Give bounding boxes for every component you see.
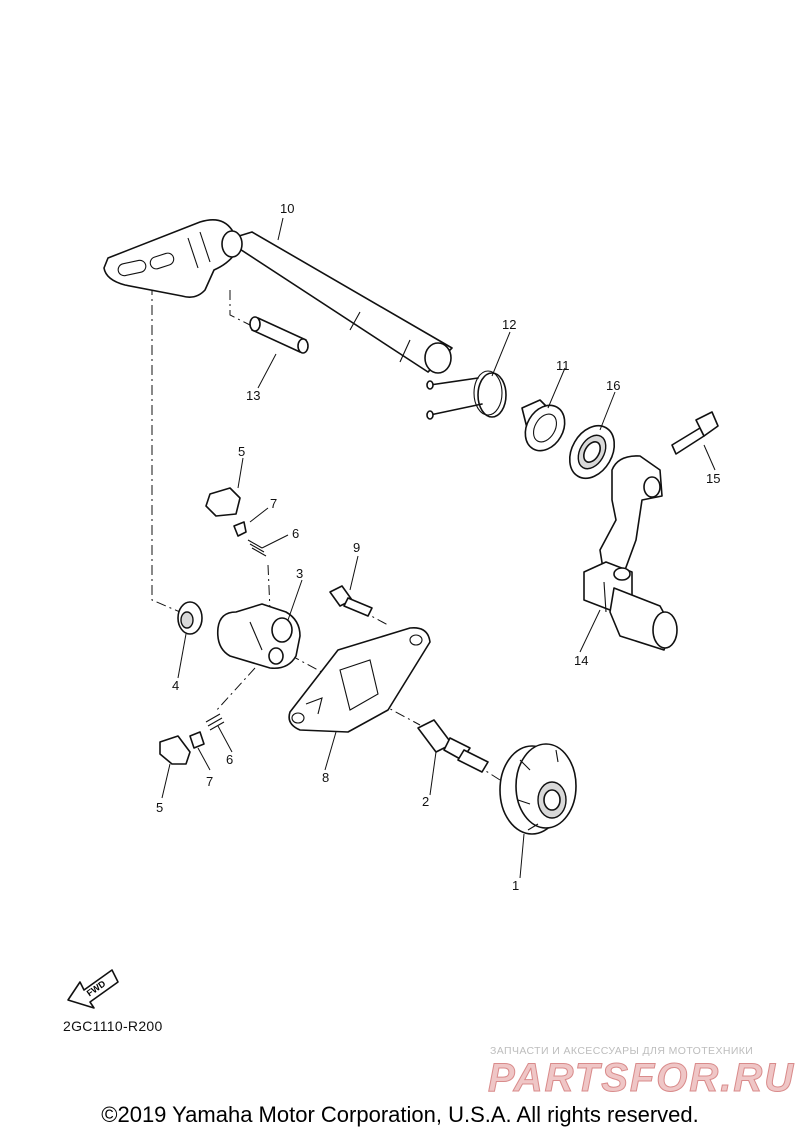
callout-number: 15 [706,471,720,486]
callout-numbers: 1 2 3 4 5 5 6 6 7 7 8 9 10 11 12 13 14 1… [156,201,720,893]
stepped-bolt-part [417,719,489,773]
copyright-notice: ©2019 Yamaha Motor Corporation, U.S.A. A… [101,1102,699,1127]
callout-number: 8 [322,770,329,785]
collar-part [521,399,566,452]
callout-number: 5 [156,800,163,815]
watermark-brand: PARTSFOR.RU [487,1056,796,1101]
callout-number: 6 [292,526,299,541]
diagram-reference-code: 2GC1110-R200 [63,1018,163,1034]
callout-number: 12 [502,317,516,332]
callout-number: 6 [226,752,233,767]
callout-number: 10 [280,201,294,216]
screw-9-part [329,585,373,617]
shift-segment-part [216,603,301,670]
watermark-tagline: ЗАПЧАСТИ И АКСЕССУАРЫ ДЛЯ МОТОТЕХНИКИ [490,1045,754,1057]
callout-number: 11 [556,358,570,373]
bolt-15-part [671,411,719,455]
stopper-upper-part [205,487,267,557]
leader-lines [161,217,716,879]
dowel-pin-part [249,316,309,354]
callout-number: 14 [574,653,588,668]
callout-number: 7 [206,774,213,789]
oil-seal-part [568,424,616,480]
callout-number: 16 [606,378,620,393]
callout-number: 2 [422,794,429,809]
callout-number: 3 [296,566,303,581]
callout-number: 1 [512,878,519,893]
torsion-spring-part [426,370,507,420]
washer-part [177,601,203,635]
callout-number: 4 [172,678,179,693]
shift-pedal-part [583,455,678,651]
shift-drum-part [499,743,577,835]
plate-part [288,626,431,733]
callout-number: 13 [246,388,260,403]
fwd-arrow-icon: FWD [67,969,119,1009]
shift-shaft-part [103,219,453,374]
callout-number: 7 [270,496,277,511]
callout-number: 9 [353,540,360,555]
callout-number: 5 [238,444,245,459]
stopper-lower-part [159,713,225,765]
